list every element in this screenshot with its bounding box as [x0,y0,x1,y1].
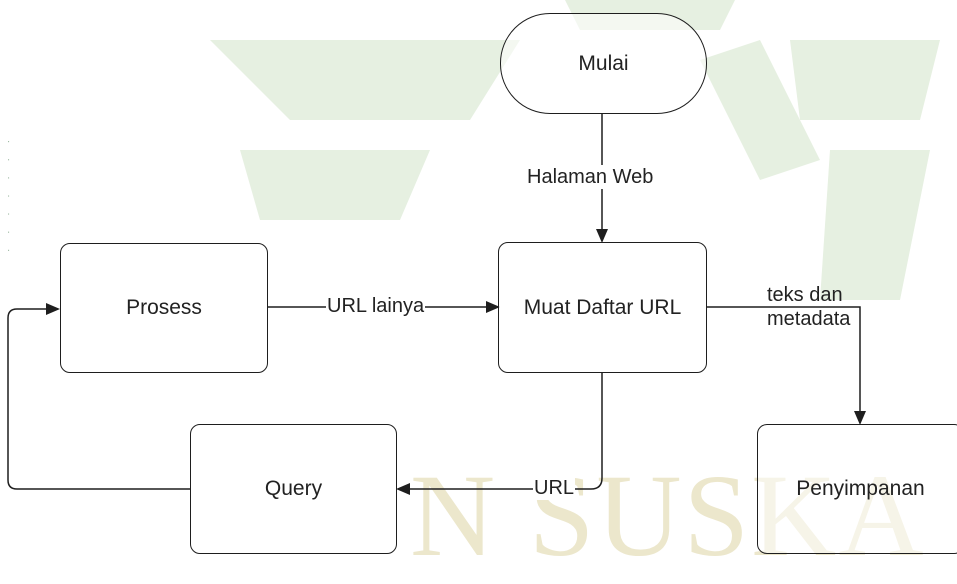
margin-strip: · · · · · · · [3,140,14,258]
edge-label-url: URL [533,476,576,500]
node-query: Query [190,424,397,554]
edge-label-halaman-web: Halaman Web [526,165,655,189]
edge-load-to-query [396,372,603,495]
node-start: Mulai [500,13,707,114]
node-load-urls: Muat Daftar URL [498,242,707,373]
edge-label-teks-dan-metadata: teks dan metadata [767,284,851,330]
node-storage: Penyimpanan [757,424,957,554]
edge-label-url-lainya: URL lainya [326,294,426,318]
edge-load-to-storage [707,306,866,425]
edge-query-to-process [7,303,190,490]
node-process: Prosess [60,243,268,373]
